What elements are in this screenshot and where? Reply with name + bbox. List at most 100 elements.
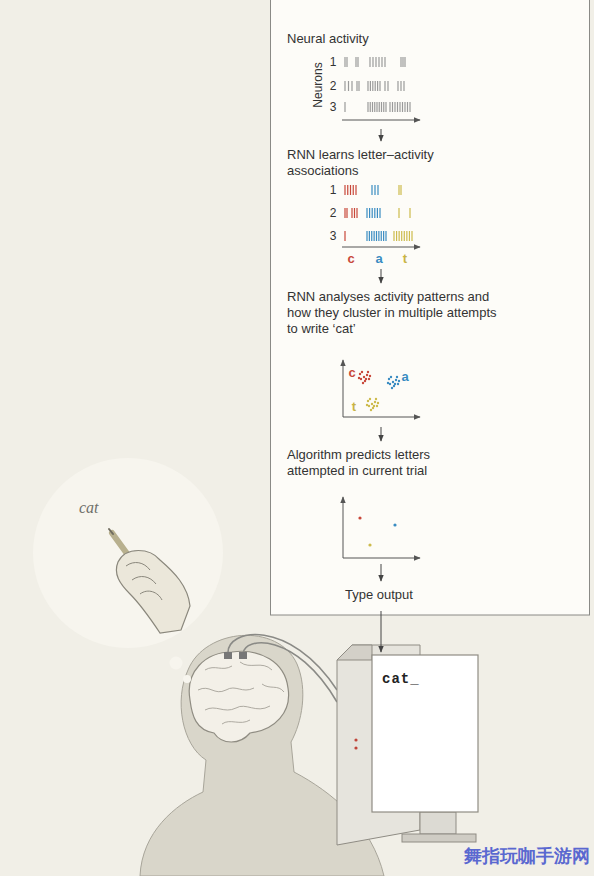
spike-tick	[346, 208, 347, 218]
axis-label: Neurons	[311, 62, 325, 107]
cluster-dot	[390, 376, 392, 378]
spike-tick	[372, 208, 373, 218]
spike-tick	[351, 208, 352, 218]
spike-tick	[398, 185, 399, 195]
cluster-dot	[362, 382, 364, 384]
spike-tick	[383, 102, 384, 112]
letter-label: c	[347, 251, 354, 266]
cluster-label: c	[348, 365, 355, 380]
spike-tick	[376, 102, 377, 112]
cluster-dot	[366, 374, 368, 376]
workflow-panel	[271, 0, 590, 615]
spike-tick	[356, 81, 357, 91]
process-step: RNN analyses activity patterns and how t…	[284, 286, 574, 424]
finger-lines	[126, 563, 162, 600]
cluster-dot	[375, 398, 377, 400]
spike-tick	[367, 102, 368, 112]
spike-tick	[404, 102, 405, 112]
spike-tick	[344, 81, 345, 91]
spike-tick	[404, 231, 405, 241]
spike-tick	[346, 57, 347, 67]
cluster-dot	[396, 376, 398, 378]
spike-tick	[355, 185, 356, 195]
spike-tick	[372, 57, 373, 67]
cluster-dot	[370, 409, 372, 411]
cluster-dot	[359, 373, 361, 375]
cluster-dot	[377, 402, 379, 404]
spike-tick	[372, 102, 373, 112]
spike-tick	[384, 81, 385, 91]
neuron-number: 2	[330, 206, 337, 220]
watermark: 舞指玩咖手游网	[464, 844, 590, 868]
screen-text: cat_	[382, 671, 420, 687]
spike-tick	[375, 81, 376, 91]
spike-tick	[411, 231, 412, 241]
spike-tick	[366, 208, 367, 218]
spike-tick	[409, 208, 410, 218]
cluster-dot	[369, 398, 371, 400]
step-text: RNN analyses activity patterns and how t…	[284, 286, 501, 337]
cluster-dot	[363, 376, 365, 378]
spike-tick	[374, 185, 375, 195]
chart-axes	[342, 120, 420, 558]
cluster-dot	[366, 404, 368, 406]
cluster-dot	[373, 405, 375, 407]
brain	[189, 651, 288, 742]
spike-tick	[357, 57, 358, 67]
spike-tick	[402, 102, 403, 112]
spike-tick	[383, 231, 384, 241]
spike-tick	[350, 185, 351, 195]
computer-screen: cat_	[372, 655, 478, 812]
spike-tick	[409, 102, 410, 112]
flow-arrow	[381, 427, 382, 441]
spike-tick	[399, 231, 400, 241]
step-text: RNN learns letter–activity associations	[284, 144, 487, 179]
spike-tick	[400, 185, 401, 195]
spike-tick	[384, 57, 385, 67]
spike-tick	[369, 57, 370, 67]
spike-tick	[400, 57, 401, 67]
cluster-dot	[371, 403, 373, 405]
spike-tick	[406, 231, 407, 241]
spike-tick	[344, 57, 345, 67]
spike-tick	[387, 81, 388, 91]
handwritten-word: cat	[79, 500, 99, 516]
spike-tick	[396, 231, 397, 241]
thought-bubble: cat	[33, 458, 223, 648]
step-text: Neural activity	[284, 28, 487, 47]
neuron-number: 2	[330, 79, 337, 93]
cluster-dot	[358, 377, 360, 379]
spike-tick	[378, 231, 379, 241]
spike-tick	[385, 231, 386, 241]
step-text: Algorithm predicts letters attempted in …	[284, 444, 469, 479]
cluster-dot	[394, 383, 396, 385]
computer	[337, 645, 478, 845]
cluster-dot	[395, 379, 397, 381]
spike-tick	[407, 102, 408, 112]
step-text: Type output	[339, 584, 419, 606]
spike-tick	[355, 57, 356, 67]
cluster-dot	[393, 523, 396, 526]
spike-tick	[354, 208, 355, 218]
spike-tick	[351, 81, 352, 91]
spike-tick	[379, 81, 380, 91]
spike-tick	[377, 81, 378, 91]
spike-tick	[370, 81, 371, 91]
cluster-dot	[358, 516, 361, 519]
spike-tick	[397, 81, 398, 91]
spike-tick	[347, 185, 348, 195]
spike-tick	[403, 81, 404, 91]
spike-tick	[381, 231, 382, 241]
spike-tick	[344, 231, 345, 241]
spike-tick	[376, 231, 377, 241]
bubble-outline	[33, 458, 223, 648]
spike-tick	[372, 81, 373, 91]
cluster-dot	[391, 387, 393, 389]
cluster-dot	[365, 378, 367, 380]
spike-tick	[400, 81, 401, 91]
process-step: Neural activity	[284, 28, 574, 126]
spike-tick	[381, 57, 382, 67]
